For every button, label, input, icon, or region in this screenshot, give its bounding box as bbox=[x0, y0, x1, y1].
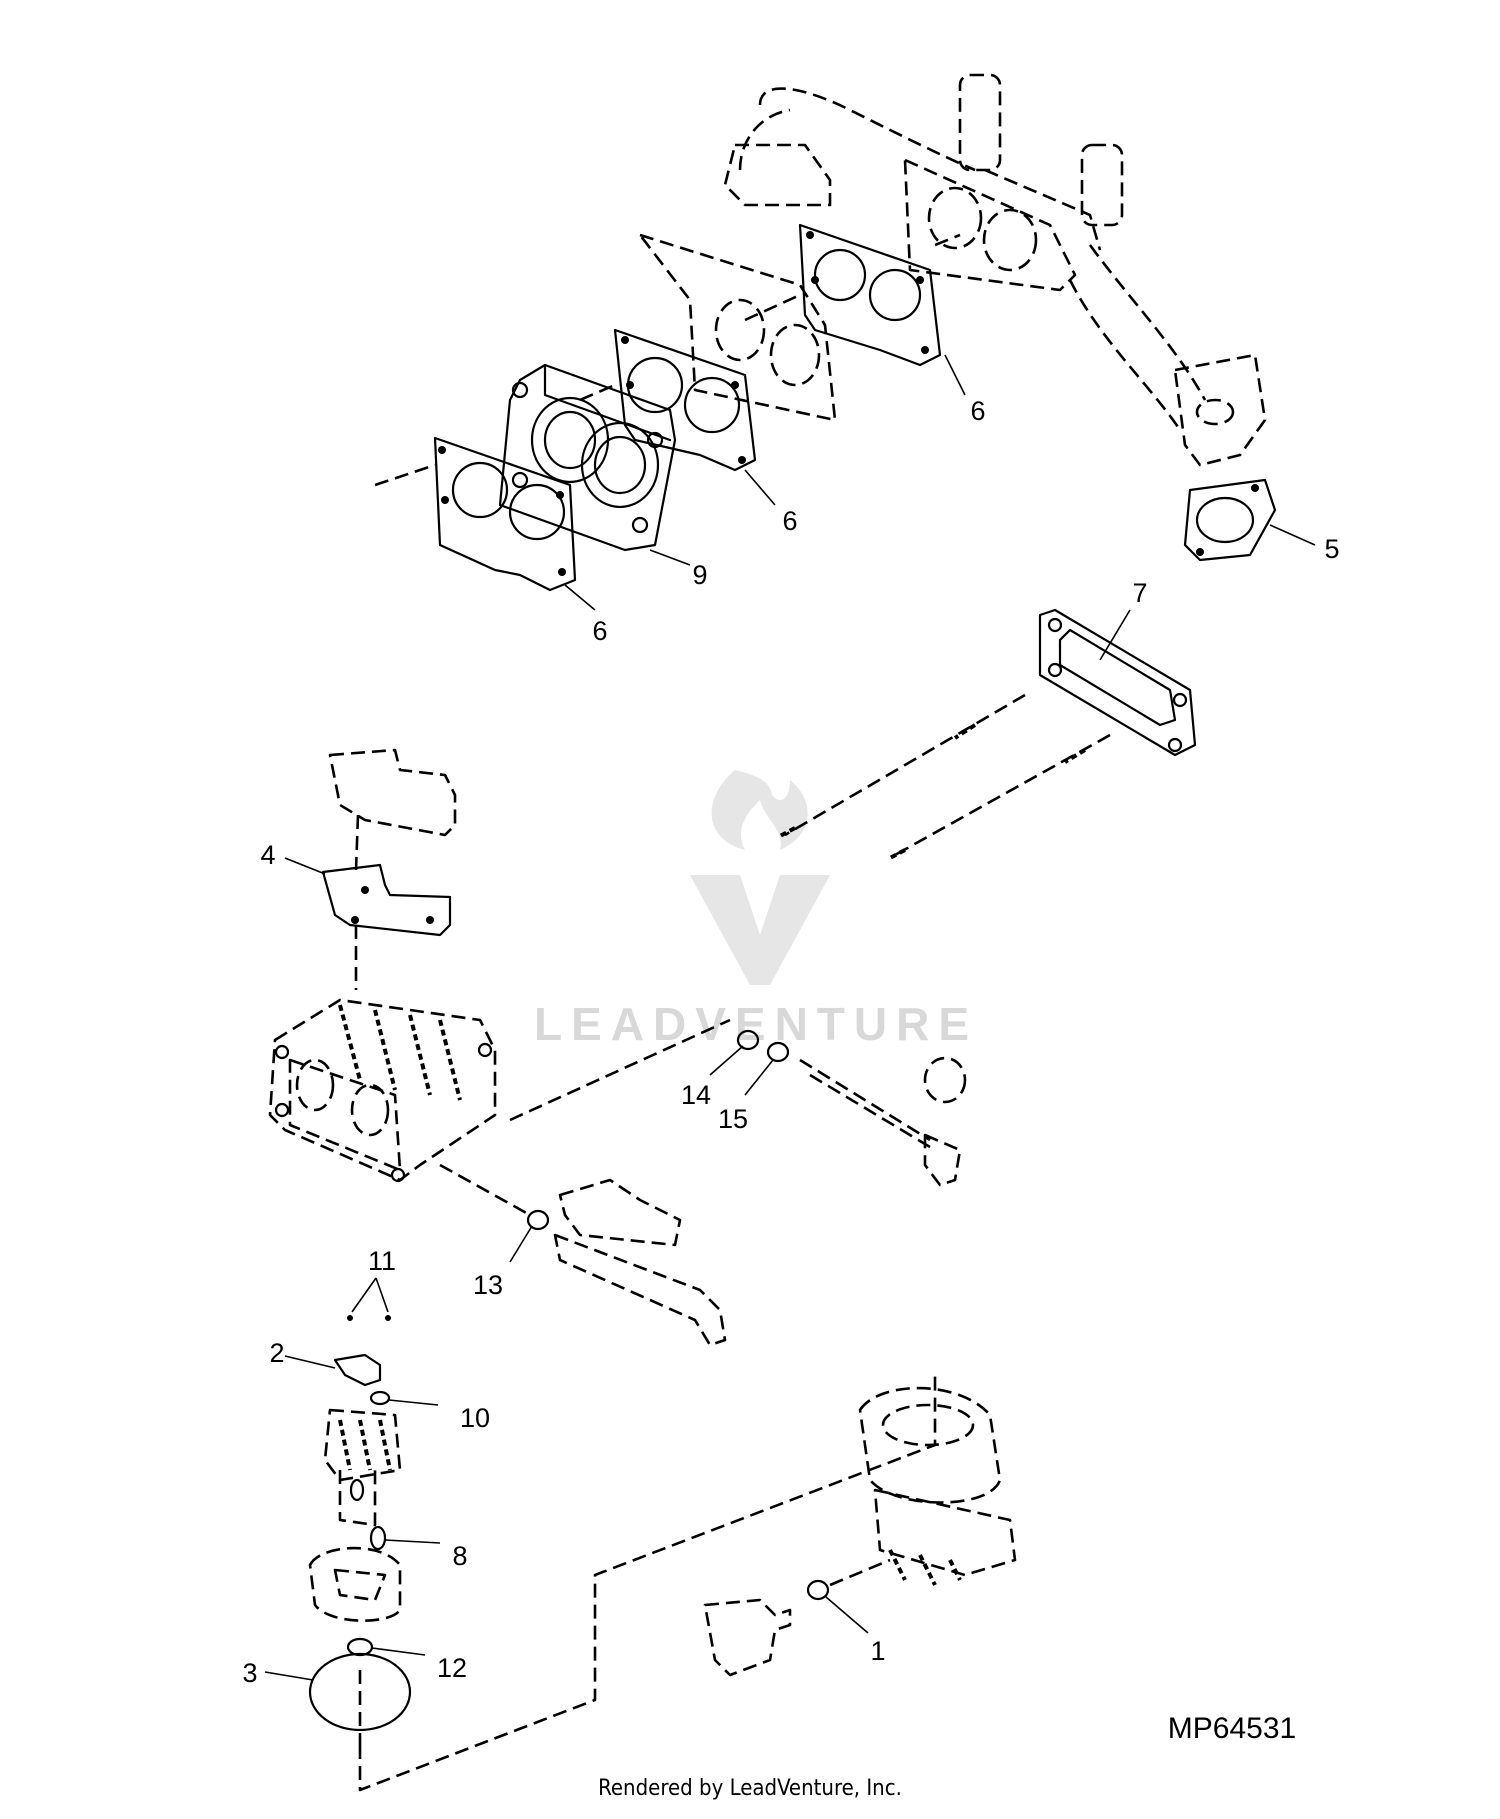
callout-5: 5 bbox=[1324, 534, 1339, 564]
gasket-6-upper-right bbox=[798, 223, 942, 367]
callout-12: 12 bbox=[437, 1653, 467, 1683]
o-ring-3 bbox=[308, 1652, 412, 1745]
callout-2: 2 bbox=[269, 1338, 284, 1368]
gasket-5 bbox=[1183, 478, 1277, 562]
callout-6-center: 6 bbox=[782, 506, 797, 536]
gasket-2 bbox=[333, 1353, 382, 1387]
choke-shaft bbox=[553, 1178, 727, 1347]
callout-labels: 6 6 6 9 5 7 4 14 15 13 11 2 10 8 12 3 1 bbox=[242, 396, 1339, 1688]
callout-6-lower-left: 6 bbox=[592, 616, 607, 646]
o-ring-10 bbox=[369, 1390, 391, 1406]
callout-6-upper-right: 6 bbox=[970, 396, 985, 426]
exhaust-manifold bbox=[723, 73, 1267, 467]
callout-4: 4 bbox=[260, 840, 275, 870]
watermark-text: LEADVENTURE bbox=[534, 998, 978, 1050]
gasket-7 bbox=[1038, 608, 1197, 757]
washer-1 bbox=[806, 1579, 830, 1601]
washer-12 bbox=[346, 1637, 374, 1657]
render-credit: Rendered by LeadVenture, Inc. bbox=[598, 1776, 902, 1801]
bracket-4 bbox=[321, 863, 452, 937]
washer-14 bbox=[736, 1029, 760, 1051]
watermark: LEADVENTURE bbox=[534, 770, 978, 1050]
spring-8 bbox=[369, 1525, 387, 1551]
throttle-shaft bbox=[799, 1056, 967, 1187]
watermark-flame-logo bbox=[711, 770, 808, 850]
alignment-line-jet bbox=[829, 1558, 891, 1587]
washer-13 bbox=[526, 1209, 550, 1231]
callout-9: 9 bbox=[692, 560, 707, 590]
air-horn bbox=[858, 1386, 1017, 1586]
washer-15 bbox=[766, 1041, 790, 1063]
studs bbox=[779, 693, 1111, 860]
fuel-solenoid bbox=[323, 1408, 402, 1527]
callout-10: 10 bbox=[460, 1403, 490, 1433]
callout-1: 1 bbox=[870, 1636, 885, 1666]
spacer-9 bbox=[498, 363, 677, 552]
callout-11: 11 bbox=[368, 1246, 396, 1276]
callout-14: 14 bbox=[681, 1080, 711, 1110]
callout-3: 3 bbox=[242, 1658, 257, 1688]
watermark-v-logo bbox=[690, 875, 830, 985]
exhaust-gasket-dashed bbox=[638, 233, 837, 422]
callout-8: 8 bbox=[452, 1541, 467, 1571]
callout-7: 7 bbox=[1132, 578, 1147, 608]
alignment-line-bracket bbox=[354, 814, 360, 990]
carburetor-body bbox=[268, 998, 497, 1183]
alignment-line-throttle bbox=[509, 1018, 731, 1122]
drawing-number: MP64531 bbox=[1168, 1712, 1296, 1745]
alignment-line-choke bbox=[439, 1163, 531, 1217]
gasket-6-center bbox=[613, 328, 757, 472]
alignment-line-upper bbox=[374, 233, 961, 487]
screws-11 bbox=[347, 1315, 391, 1321]
jet-fitting bbox=[703, 1598, 792, 1677]
alignment-line-lower bbox=[358, 1370, 937, 1792]
callout-15: 15 bbox=[718, 1104, 748, 1134]
gasket-6-lower-left bbox=[433, 436, 577, 592]
bracket-dashed bbox=[328, 748, 457, 837]
callout-leaders bbox=[264, 354, 1316, 1681]
callout-13: 13 bbox=[473, 1270, 503, 1300]
float-bowl bbox=[308, 1546, 402, 1622]
